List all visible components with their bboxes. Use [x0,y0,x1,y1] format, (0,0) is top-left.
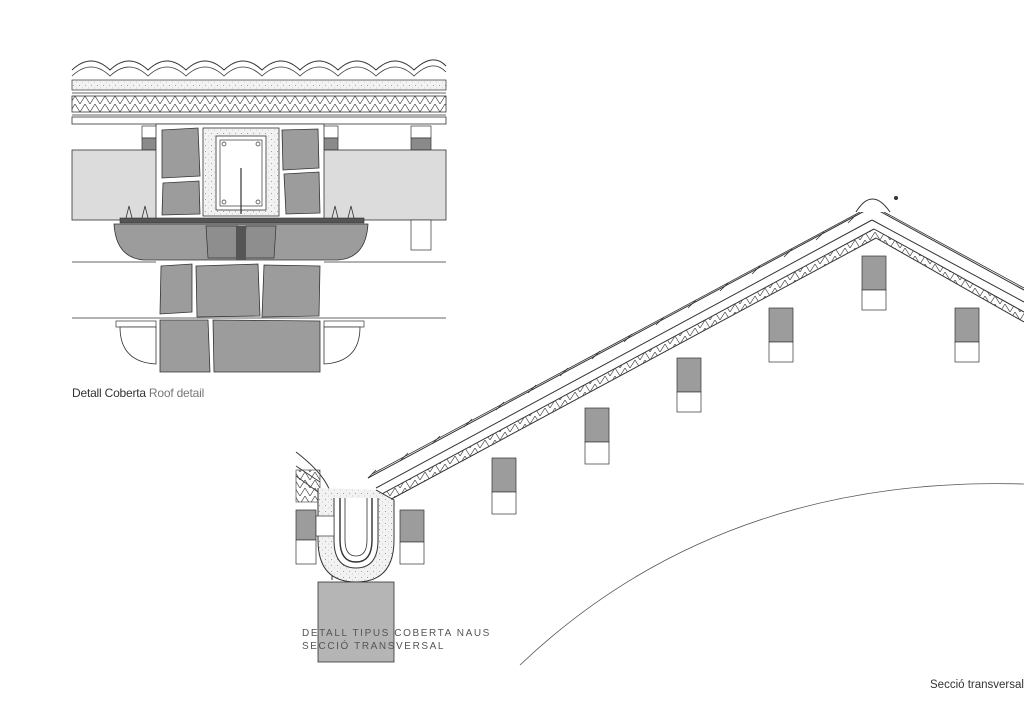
roof-detail-caption-main: Detall Coberta [72,386,146,400]
ridge-tile [855,198,891,213]
purlins [491,255,980,515]
roof-detail-caption-sub: Roof detail [148,386,205,400]
section-detail-subtitle: SECCIÓ TRANSVERSAL [302,641,446,652]
roof-tiles [71,59,447,71]
section-label: Secció transversal, [930,679,1024,691]
valley-gutter [295,451,425,663]
vault-arc [519,483,1024,666]
roof-detail [71,59,447,373]
section-detail-title: DETALL TIPUS COBERTA NAUS [302,628,491,639]
pitched-roof-section [295,196,1024,666]
